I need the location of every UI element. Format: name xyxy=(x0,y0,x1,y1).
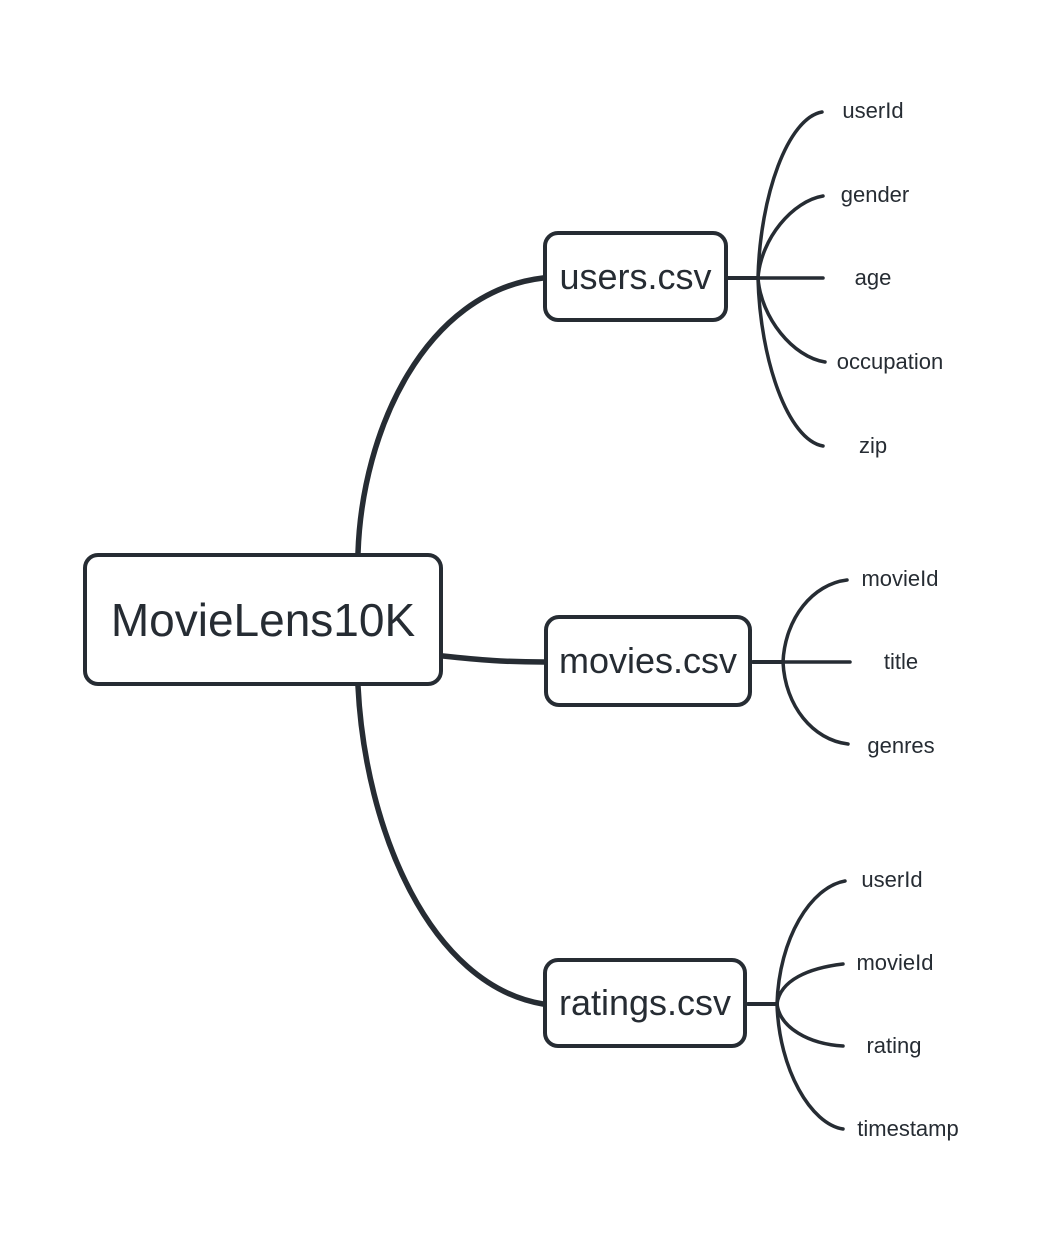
edge-users-gender xyxy=(756,194,825,280)
leaf-movies-genres: genres xyxy=(867,733,935,758)
leaf-users-age: age xyxy=(854,265,892,290)
edge-root-movies-csv xyxy=(440,653,547,665)
node-movies-csv: movies.csv xyxy=(544,615,752,707)
edge-root-users-csv xyxy=(355,275,546,556)
leaf-ratings-timestamp: timestamp xyxy=(857,1116,959,1141)
leaf-users-zip: zip xyxy=(858,433,888,458)
leaf-movies-movieid: movieId xyxy=(861,566,939,591)
leaf-ratings-movieid: movieId xyxy=(856,950,934,975)
leaf-users-occupation: occupation xyxy=(836,349,944,374)
edge-users-userid xyxy=(756,110,824,280)
node-users-csv: users.csv xyxy=(543,231,728,322)
edge-movies-genres xyxy=(781,660,850,746)
leaf-ratings-rating: rating xyxy=(866,1033,922,1058)
leaf-users-userid: userId xyxy=(842,98,904,123)
edge-ratings-timestamp xyxy=(775,1002,845,1131)
edge-ratings-rating xyxy=(775,1002,845,1048)
node-users-csv-label: users.csv xyxy=(559,255,712,297)
leaf-movies-title: title xyxy=(883,649,919,674)
leaf-users-gender: gender xyxy=(840,182,910,207)
node-movielens10k-label: MovieLens10K xyxy=(110,593,416,646)
node-ratings-csv: ratings.csv xyxy=(543,958,747,1048)
node-movies-csv-label: movies.csv xyxy=(558,640,738,681)
edge-users-occupation xyxy=(756,276,827,364)
edge-movies-movieid xyxy=(781,578,849,664)
edge-root-ratings-csv xyxy=(355,683,546,1007)
edge-ratings-userid xyxy=(775,879,847,1006)
edge-ratings-movieid xyxy=(775,962,845,1006)
node-ratings-csv-label: ratings.csv xyxy=(558,982,732,1023)
node-movielens10k: MovieLens10K xyxy=(83,553,443,686)
leaf-ratings-userid: userId xyxy=(861,867,923,892)
edge-users-zip xyxy=(756,276,825,448)
